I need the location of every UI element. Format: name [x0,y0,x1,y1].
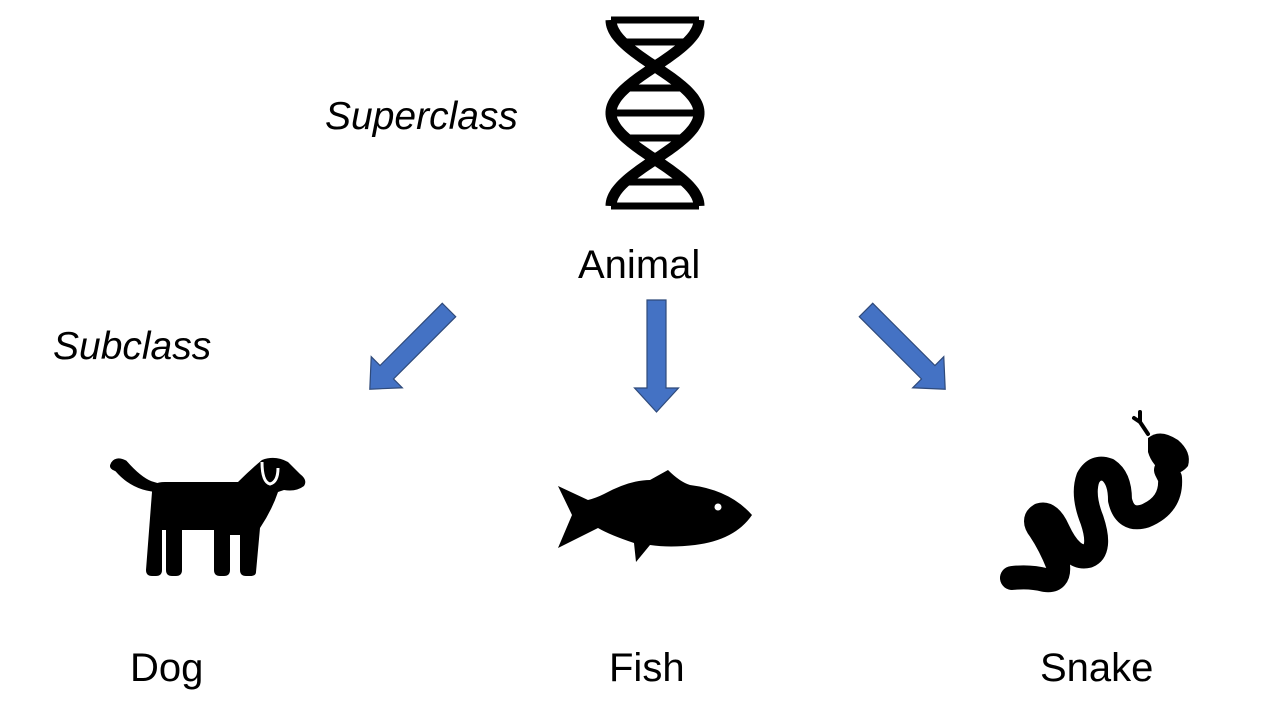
fish-label: Fish [609,646,685,690]
dog-icon [110,457,306,576]
superclass-label: Superclass [325,95,518,138]
dog-label: Dog [130,646,204,690]
snake-label: Snake [1040,646,1154,690]
subclass-label: Subclass [53,325,212,368]
arrow-to-dog [369,302,457,390]
dna-icon [605,16,705,210]
fish-icon [558,470,752,562]
arrow-to-fish [633,299,680,413]
arrow-to-snake [858,302,946,390]
snake-icon [1000,410,1189,593]
animal-label: Animal [578,243,701,287]
